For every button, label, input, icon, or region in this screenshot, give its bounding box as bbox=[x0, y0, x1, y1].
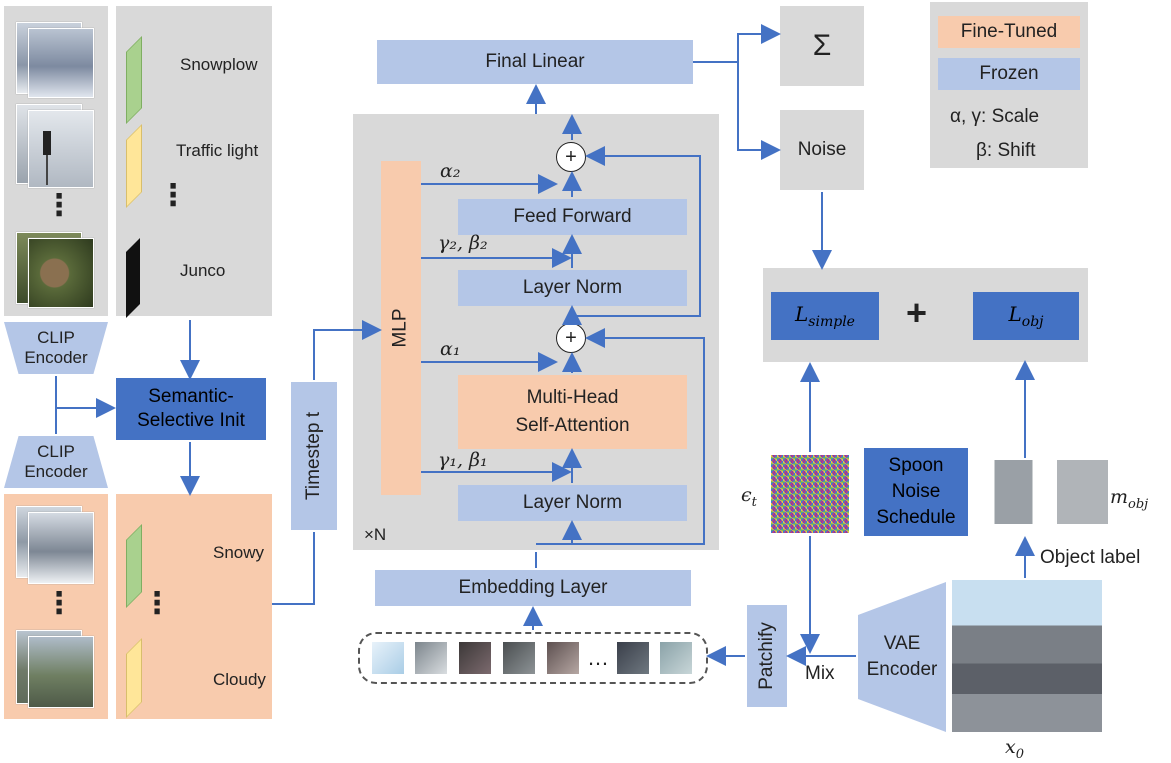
bird-photo bbox=[28, 238, 94, 308]
m-obj-label: mobj bbox=[1110, 486, 1149, 512]
semantic-line1: Semantic- bbox=[148, 386, 234, 407]
snowplow-photo bbox=[28, 28, 94, 98]
spoon-line2: Noise bbox=[891, 481, 941, 502]
spoon-line1: Spoon bbox=[888, 455, 944, 476]
patch-4 bbox=[503, 642, 535, 674]
noise-image bbox=[771, 455, 849, 533]
noise-box: Noise bbox=[780, 110, 864, 190]
object-label-text: Object label bbox=[1040, 547, 1141, 568]
final-linear: Final Linear bbox=[377, 40, 693, 84]
domain-tokens-panel bbox=[116, 494, 272, 719]
vae-line2: Encoder bbox=[866, 659, 938, 680]
timestep-box: Timestep t bbox=[291, 382, 337, 530]
loss-obj-label: Lobj bbox=[1008, 302, 1044, 330]
loss-obj-box: Lobj bbox=[973, 292, 1079, 340]
patch-6 bbox=[617, 642, 649, 674]
patchify-box: Patchify bbox=[747, 605, 787, 707]
legend-shift: β: Shift bbox=[976, 140, 1036, 161]
class-tokens-panel bbox=[116, 6, 272, 316]
vae-line1: VAE bbox=[883, 633, 921, 654]
snowy-photo bbox=[28, 512, 94, 584]
tokens-vdots: ⋮ bbox=[158, 179, 188, 212]
cloudy-photo bbox=[28, 636, 94, 708]
loss-plus: + bbox=[906, 292, 928, 333]
clip-bottom-line2: Encoder bbox=[24, 462, 88, 481]
sum-box: Σ bbox=[780, 6, 864, 86]
token-traffic-label: Traffic light bbox=[176, 141, 259, 160]
token-snowy-label: Snowy bbox=[213, 543, 265, 562]
sum-symbol: Σ bbox=[812, 29, 832, 62]
legend-fine-tuned: Fine-Tuned bbox=[938, 16, 1080, 48]
plus-top: + bbox=[565, 145, 577, 168]
semantic-line2: Selective Init bbox=[137, 410, 245, 431]
clip-encoder-bottom: CLIP Encoder bbox=[4, 436, 108, 488]
legend-scale: α, γ: Scale bbox=[950, 106, 1040, 127]
clip-top-line2: Encoder bbox=[24, 348, 88, 367]
clip-top-line1: CLIP bbox=[37, 328, 75, 347]
clip-encoder-top: CLIP Encoder bbox=[4, 322, 108, 374]
mlp-box: MLP bbox=[381, 161, 421, 495]
token-cloudy-label: Cloudy bbox=[213, 670, 266, 689]
patch-2 bbox=[415, 642, 447, 674]
object-mask-image bbox=[992, 460, 1108, 524]
token-junco-label: Junco bbox=[180, 261, 226, 280]
patch-ellipsis: … bbox=[587, 645, 609, 670]
patch-1 bbox=[372, 642, 404, 674]
images-vdots: ⋮ bbox=[44, 189, 74, 222]
gamma1-beta1-label: γ₁, β₁ bbox=[438, 449, 488, 471]
domain-tokens-vdots: ⋮ bbox=[142, 587, 172, 620]
alpha2-label: α₂ bbox=[440, 160, 461, 182]
embedding-layer: Embedding Layer bbox=[375, 570, 691, 606]
loss-simple-box: Lsimple bbox=[771, 292, 879, 340]
semantic-selective-init: Semantic- Selective Init bbox=[116, 378, 266, 440]
spoon-noise-schedule: Spoon Noise Schedule bbox=[864, 448, 968, 536]
repeat-label: ×N bbox=[364, 525, 387, 544]
mha-line1: Multi-Head bbox=[526, 387, 619, 408]
plus-bottom: + bbox=[565, 326, 577, 349]
gamma2-beta2-label: γ₂, β₂ bbox=[438, 232, 488, 254]
mix-label: Mix bbox=[805, 663, 835, 684]
layer-norm-top: Layer Norm bbox=[458, 270, 687, 306]
feed-forward: Feed Forward bbox=[458, 199, 687, 235]
input-image-x0 bbox=[952, 580, 1102, 732]
patch-7 bbox=[660, 642, 692, 674]
multi-head-self-attention: Multi-Head Self-Attention bbox=[458, 375, 687, 449]
target-images-vdots: ⋮ bbox=[44, 587, 74, 620]
epsilon-label: ϵt bbox=[741, 484, 757, 510]
patch-5 bbox=[547, 642, 579, 674]
token-snowplow-label: Snowplow bbox=[180, 55, 258, 74]
layer-norm-bottom: Layer Norm bbox=[458, 485, 687, 521]
legend-frozen: Frozen bbox=[938, 58, 1080, 90]
x0-label: x0 bbox=[1005, 736, 1024, 762]
spoon-line3: Schedule bbox=[876, 507, 956, 528]
clip-bottom-line1: CLIP bbox=[37, 442, 75, 461]
alpha1-label: α₁ bbox=[440, 338, 461, 360]
traffic-light-photo bbox=[28, 110, 94, 188]
patch-3 bbox=[459, 642, 491, 674]
mha-line2: Self-Attention bbox=[515, 415, 630, 436]
loss-simple-label: Lsimple bbox=[795, 302, 855, 330]
